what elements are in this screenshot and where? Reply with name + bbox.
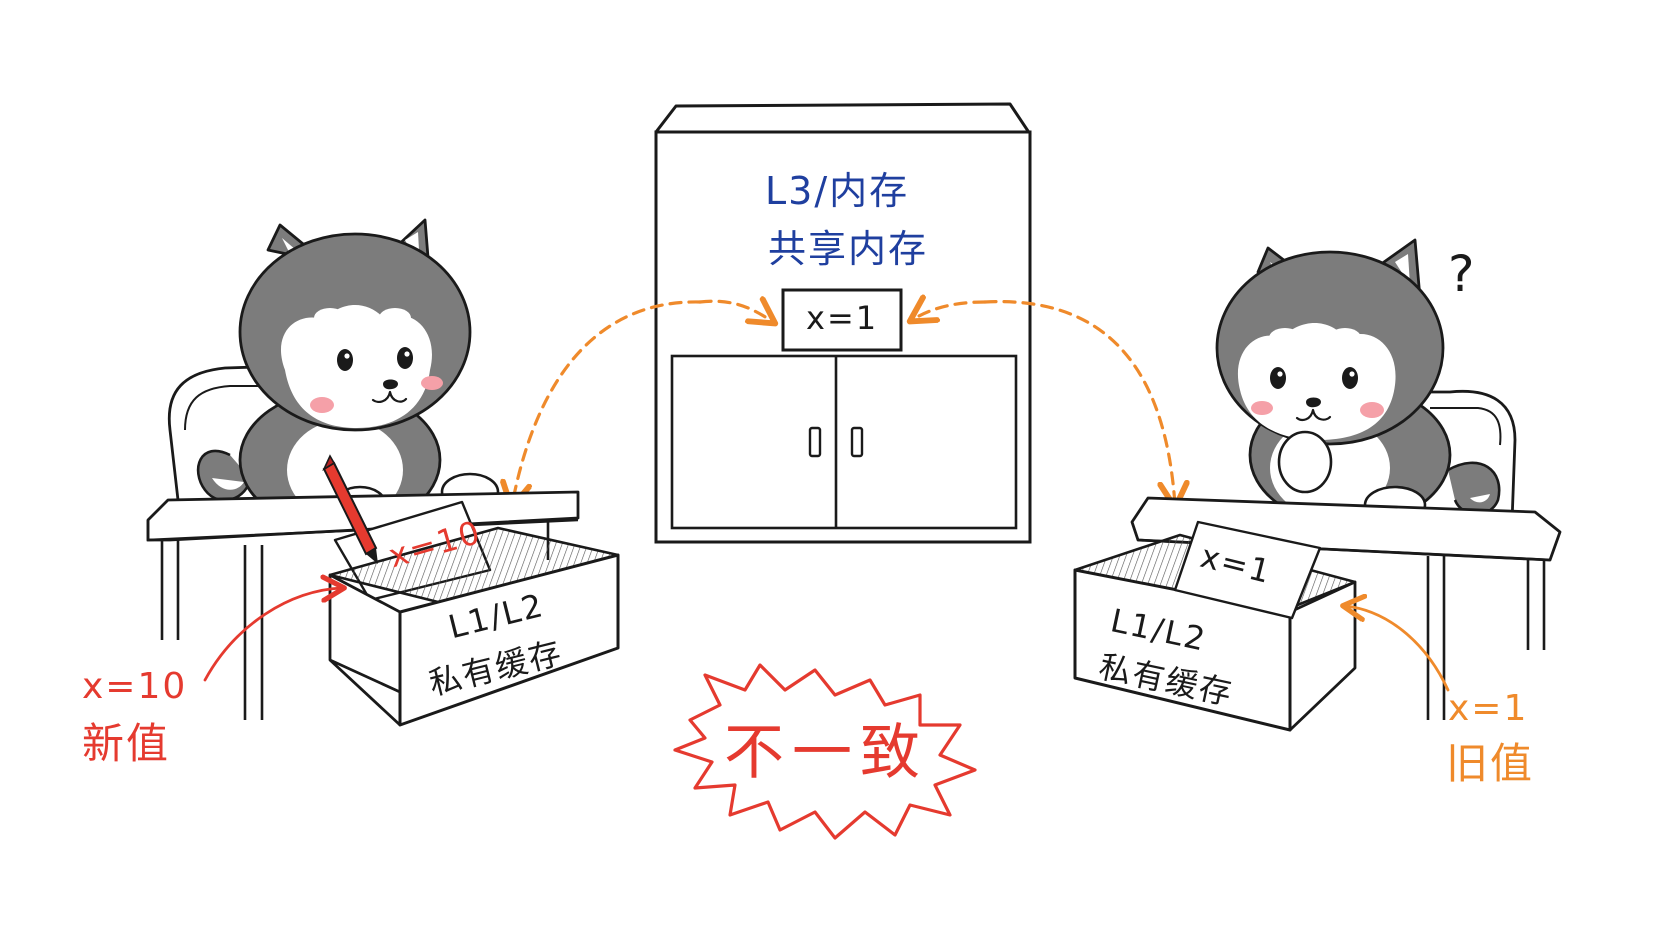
right-thought-mark: ? [1448, 245, 1477, 303]
coherence-arrows [512, 301, 1175, 505]
shared-value-box [781, 288, 903, 352]
new-value-callout-value: x=10 [82, 666, 188, 707]
cabinet-handle-left [808, 426, 822, 458]
shared-value: x=1 [806, 299, 879, 337]
shared-title-line2: 共享内存 [768, 227, 929, 271]
old-value-callout-label: 旧值 [1446, 739, 1535, 788]
left-cache-drawer [328, 526, 620, 727]
husky-thinking-icon [1215, 238, 1452, 527]
pencil-icon [322, 454, 378, 564]
shared-title-line1: L3/内存 [765, 169, 910, 213]
old-value-callout-value: x=1 [1448, 688, 1529, 729]
husky-writing-icon [238, 218, 500, 532]
right-core [1073, 238, 1562, 732]
arrow-right-to-shared [912, 302, 987, 320]
old-value-callout-arrow [1345, 606, 1450, 692]
inconsistent-label: 不一致 [724, 718, 928, 788]
right-paper [1173, 520, 1322, 620]
arrow-left-to-shared [698, 301, 773, 322]
arrow-shared-to-right-cache [983, 300, 1175, 505]
new-value-callout-arrow [203, 588, 342, 682]
shared-cabinet [654, 102, 1032, 544]
arrow-shared-to-left-cache [512, 300, 702, 505]
right-cache-drawer [1073, 520, 1357, 732]
burst-icon [673, 663, 977, 840]
new-value-callout-label: 新值 [82, 719, 171, 768]
left-core [146, 218, 620, 727]
cabinet-handle-right [850, 426, 864, 458]
